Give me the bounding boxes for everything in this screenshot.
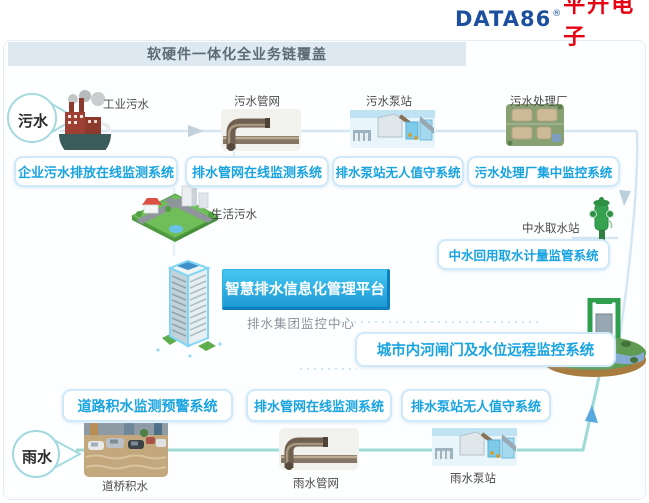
label-reclaimed-water-station: 中水取水站 <box>522 221 580 235</box>
label-domestic-sewage: 生活污水 <box>211 207 257 221</box>
system-plant-central-monitor[interactable]: 污水处理厂集中监控系统 <box>467 156 620 187</box>
system-drain-pipe-monitor-top[interactable]: 排水管网在线监测系统 <box>185 156 329 187</box>
sewage-pump-station-icon <box>350 110 435 148</box>
header-title: 软硬件一体化全业务链覆盖 <box>147 47 327 63</box>
logo[interactable]: DATA86 ® 平升电子 <box>455 0 649 50</box>
label-sewage-pump-station: 污水泵站 <box>366 94 412 108</box>
sewage-bubble-label: 污水 <box>17 112 48 130</box>
rain-pipes-icon <box>279 428 359 470</box>
label-road-bridge-flooding: 道桥积水 <box>102 479 148 493</box>
treatment-plant-icon <box>506 104 564 146</box>
registered-mark-icon: ® <box>552 9 562 19</box>
logo-data86-text: DATA86 <box>455 7 552 31</box>
label-sewage-pipe-network: 污水管网 <box>234 94 280 108</box>
hq-building-icon <box>150 258 225 358</box>
logo-pingsheng-text: 平升电子 <box>563 0 636 50</box>
label-industrial-sewage: 工业污水 <box>103 97 149 111</box>
smart-drainage-platform-button[interactable]: 智慧排水信息化管理平台 <box>222 269 390 310</box>
system-river-gate-monitor[interactable]: 城市内河闸门及水位远程监控系统 <box>355 332 616 367</box>
sewage-pipes-icon <box>221 109 301 151</box>
label-sewage-treatment-plant: 污水处理厂 <box>510 94 568 108</box>
system-pump-unmanned-bottom[interactable]: 排水泵站无人值守系统 <box>401 389 551 422</box>
rain-bubble-label: 雨水 <box>21 448 52 466</box>
system-drain-pipe-monitor-bottom[interactable]: 排水管网在线监测系统 <box>246 389 392 422</box>
label-monitoring-center: 排水集团监控中心 <box>247 316 356 331</box>
label-rain-pipe-network: 雨水管网 <box>293 476 339 490</box>
header-bar: 软硬件一体化全业务链覆盖 <box>8 42 466 66</box>
label-rain-pump-station: 雨水泵站 <box>450 471 496 485</box>
rain-pump-station-icon <box>432 428 517 466</box>
flooded-road-photo <box>84 423 168 477</box>
system-road-flood-warning[interactable]: 道路积水监测预警系统 <box>62 389 233 422</box>
system-enterprise-discharge[interactable]: 企业污水排放在线监测系统 <box>14 156 178 187</box>
system-reclaimed-metering[interactable]: 中水回用取水计量监管系统 <box>437 239 610 270</box>
system-pump-unmanned-top[interactable]: 排水泵站无人值守系统 <box>332 156 464 187</box>
city-block-icon <box>130 184 220 250</box>
